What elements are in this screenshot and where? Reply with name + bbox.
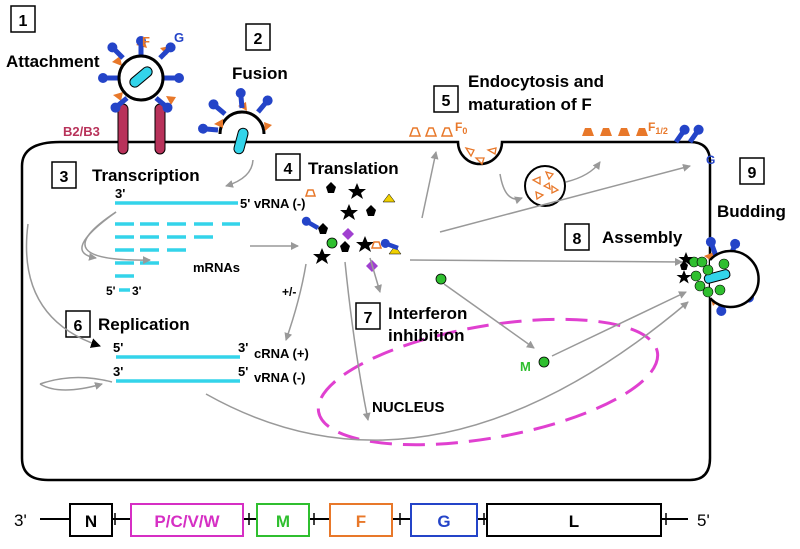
genome-5prime: 5' bbox=[697, 511, 710, 530]
step-5-label-line2: maturation of F bbox=[468, 95, 592, 114]
step-7-number-box: 7 bbox=[355, 302, 381, 330]
step-2-label: Fusion bbox=[232, 64, 288, 83]
g-label: G bbox=[174, 30, 184, 45]
gene-l-label: L bbox=[569, 512, 579, 531]
mrna-strands bbox=[115, 222, 240, 292]
step-4-number-box: 4 bbox=[275, 153, 301, 181]
vrna2-5prime: 5' bbox=[238, 364, 248, 379]
crna-5prime: 5' bbox=[113, 340, 123, 355]
svg-text:9: 9 bbox=[748, 165, 757, 182]
step-6-number-box: 6 bbox=[65, 310, 91, 338]
svg-text:3: 3 bbox=[60, 169, 69, 186]
mrna-3prime: 3' bbox=[132, 284, 142, 298]
mrna-5prime: 5' bbox=[106, 284, 116, 298]
svg-text:2: 2 bbox=[254, 31, 263, 48]
gene-f-label: F bbox=[356, 512, 366, 531]
step-5-label-line1: Endocytosis and bbox=[468, 72, 604, 91]
step-3-label: Transcription bbox=[92, 166, 200, 185]
svg-text:7: 7 bbox=[364, 310, 373, 327]
svg-text:1: 1 bbox=[19, 13, 28, 30]
step-8-label: Assembly bbox=[602, 228, 683, 247]
gene-g-label: G bbox=[437, 512, 450, 531]
gene-l-box bbox=[486, 503, 662, 537]
vrna2-3prime: 3' bbox=[113, 364, 123, 379]
m-protein-free bbox=[435, 273, 447, 285]
vrna-5prime: 5' bbox=[240, 196, 250, 211]
crna-label: cRNA (+) bbox=[254, 346, 309, 361]
step-9-number-box: 9 bbox=[739, 157, 765, 185]
svg-text:8: 8 bbox=[573, 231, 582, 248]
gene-pcvw-box bbox=[130, 503, 244, 537]
nucleus-label: NUCLEUS bbox=[372, 399, 445, 416]
step-5-number-box: 5 bbox=[433, 85, 459, 113]
mrnas-label: mRNAs bbox=[193, 260, 240, 275]
f0-label: F0 bbox=[455, 120, 467, 136]
step-1-label: Attachment bbox=[6, 52, 100, 71]
nucleus bbox=[316, 317, 660, 447]
step-6-label: Replication bbox=[98, 315, 190, 334]
endocytic-pit-proteins bbox=[464, 146, 497, 166]
vrna-label: vRNA (-) bbox=[254, 196, 306, 211]
endosome bbox=[524, 165, 566, 207]
gene-f-box bbox=[329, 503, 393, 537]
fusing-virion bbox=[198, 88, 275, 155]
step-2-number-box: 2 bbox=[245, 23, 271, 51]
g-surface-label: G bbox=[706, 153, 715, 167]
receptor-label: B2/B3 bbox=[63, 124, 100, 139]
pathway-arrows bbox=[39, 151, 691, 441]
mature-f12-proteins bbox=[582, 128, 648, 136]
gene-m-box bbox=[256, 503, 310, 537]
step-4-label: Translation bbox=[308, 159, 399, 178]
gene-n-label: N bbox=[85, 512, 97, 531]
gene-pcvw-label: P/C/V/W bbox=[154, 512, 220, 531]
step-1-number-box: 1 bbox=[10, 5, 36, 33]
receptor-b2b3 bbox=[117, 103, 129, 155]
free-f0-proteins bbox=[408, 127, 454, 137]
budding-virion bbox=[676, 235, 759, 316]
f12-label: F1/2 bbox=[648, 120, 668, 136]
step-7-label-line2: inhibition bbox=[388, 326, 464, 345]
gene-m-label: M bbox=[276, 512, 290, 531]
m-protein-nucleus bbox=[538, 356, 550, 368]
vrna2-label: vRNA (-) bbox=[254, 370, 306, 385]
step-7-label-line1: Interferon bbox=[388, 304, 467, 323]
genome-map bbox=[40, 503, 688, 537]
svg-text:5: 5 bbox=[442, 93, 451, 110]
plusminus-label: +/- bbox=[282, 285, 296, 299]
step-3-number-box: 3 bbox=[51, 161, 77, 189]
translated-proteins bbox=[300, 182, 401, 272]
gene-n-box bbox=[69, 503, 113, 537]
cell-membrane bbox=[20, 140, 712, 482]
attaching-virion bbox=[98, 36, 184, 155]
genome-3prime: 3' bbox=[14, 511, 27, 530]
gene-g-box bbox=[410, 503, 478, 537]
step-8-number-box: 8 bbox=[564, 223, 590, 251]
svg-text:4: 4 bbox=[284, 161, 293, 178]
m-label: M bbox=[520, 359, 531, 374]
vrna-3prime: 3' bbox=[115, 186, 125, 201]
crna-3prime: 3' bbox=[238, 340, 248, 355]
f-label: F bbox=[142, 34, 150, 49]
svg-text:6: 6 bbox=[74, 318, 83, 335]
replication-arrow bbox=[25, 223, 101, 348]
step-9-label: Budding bbox=[717, 202, 786, 221]
